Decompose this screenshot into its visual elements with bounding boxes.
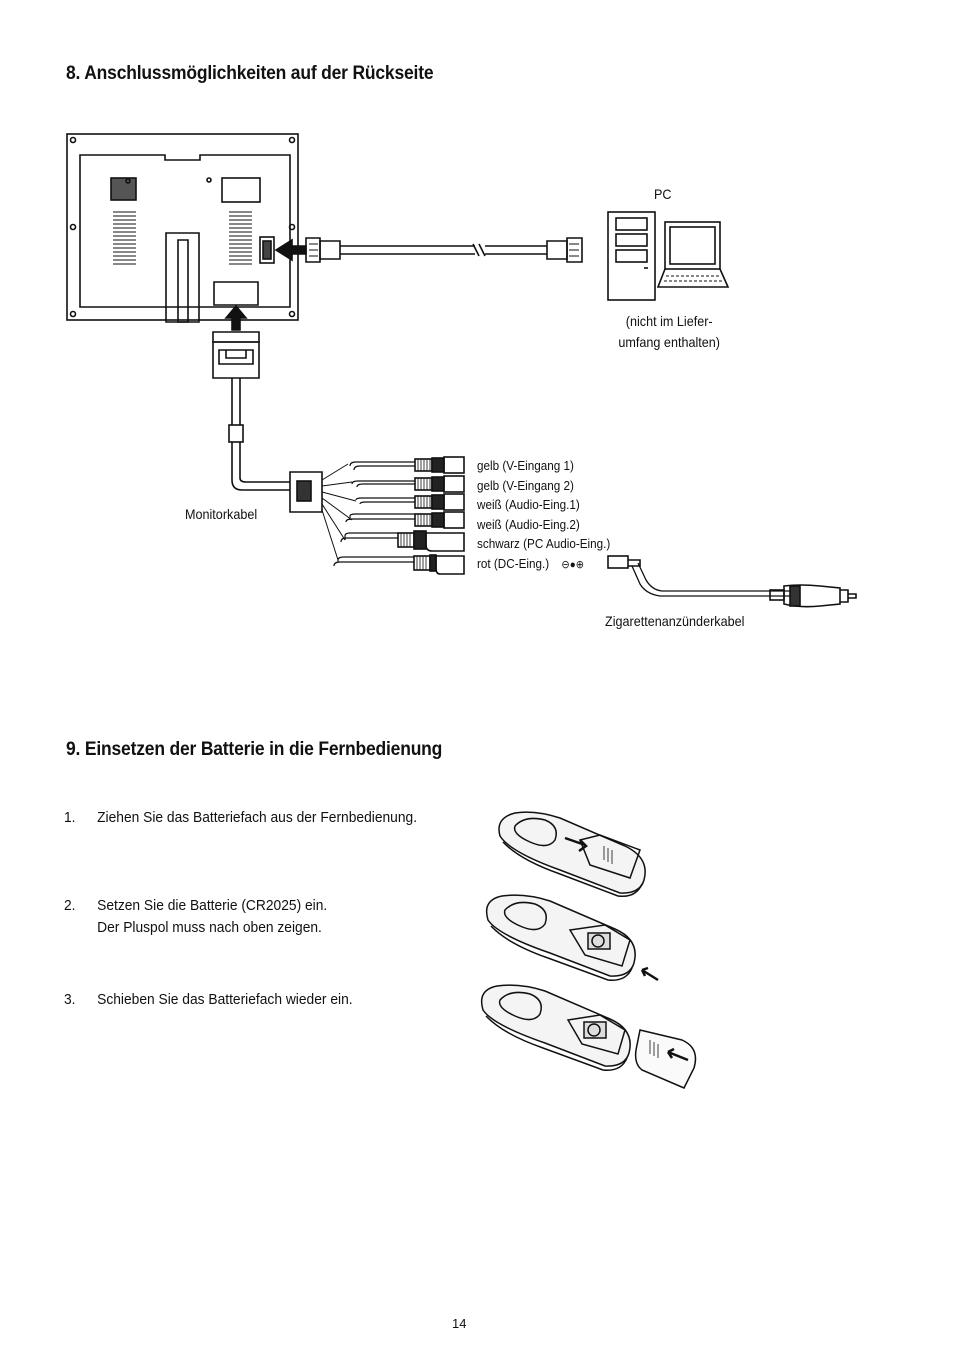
rca-plug-icon	[397, 456, 465, 575]
pc-note-line-2: umfang enthalten)	[618, 334, 720, 350]
section-9-heading: 9. Einsetzen der Batterie in die Fernbed…	[66, 739, 443, 760]
step-number: 1.	[64, 809, 76, 826]
pc-note-line-1: (nicht im Liefer-	[625, 313, 713, 329]
step-text: Schieben Sie das Batteriefach wieder ein…	[97, 991, 353, 1008]
step-text: Der Pluspol muss nach oben zeigen.	[97, 919, 322, 936]
connection-diagram	[66, 133, 857, 608]
step-text: Setzen Sie die Batterie (CR2025) ein.	[97, 897, 328, 914]
remote-control-icon	[480, 984, 697, 1089]
step-number: 2.	[64, 897, 76, 914]
pc-note: (nicht im Liefer- umfang enthalten)	[608, 311, 730, 353]
connector-label-red-text: rot (DC-Eing.)	[477, 555, 550, 571]
connector-label-black: schwarz (PC Audio-Eing.)	[477, 536, 611, 551]
vga-plug-icon	[305, 237, 341, 263]
cigarette-cable-label: Zigarettenanzünderkabel	[605, 613, 745, 629]
pc-label: PC	[654, 186, 672, 202]
remote-control-icon	[498, 811, 646, 897]
pc-tower-icon	[607, 211, 656, 301]
connector-label-yellow-2: gelb (V-Eingang 2)	[477, 477, 574, 493]
step-text: Ziehen Sie das Batteriefach aus der Fern…	[97, 809, 418, 826]
monitor-cable-label: Monitorkabel	[185, 506, 258, 522]
polarity-symbol: ⊖●⊕	[561, 558, 585, 571]
monitor-back-icon	[66, 133, 299, 323]
connector-label-white-1: weiß (Audio-Eing.1)	[477, 497, 580, 512]
connector-label-white-2: weiß (Audio-Eing.2)	[477, 516, 580, 532]
section-8-heading: 8. Anschlussmöglichkeiten auf der Rückse…	[66, 63, 434, 84]
vga-plug-icon	[546, 237, 583, 263]
remote-control-icon	[485, 894, 659, 982]
connector-list: gelb (V-Eingang 1) gelb (V-Eingang 2) we…	[477, 456, 610, 575]
step-number: 3.	[64, 991, 76, 1008]
connector-label-red: rot (DC-Eing.) ⊖●⊕	[477, 554, 610, 576]
page-number: 14	[452, 1316, 467, 1331]
laptop-icon	[656, 221, 730, 288]
cigarette-lighter-plug-icon	[769, 584, 857, 608]
connector-label-yellow-1: gelb (V-Eingang 1)	[477, 458, 574, 473]
